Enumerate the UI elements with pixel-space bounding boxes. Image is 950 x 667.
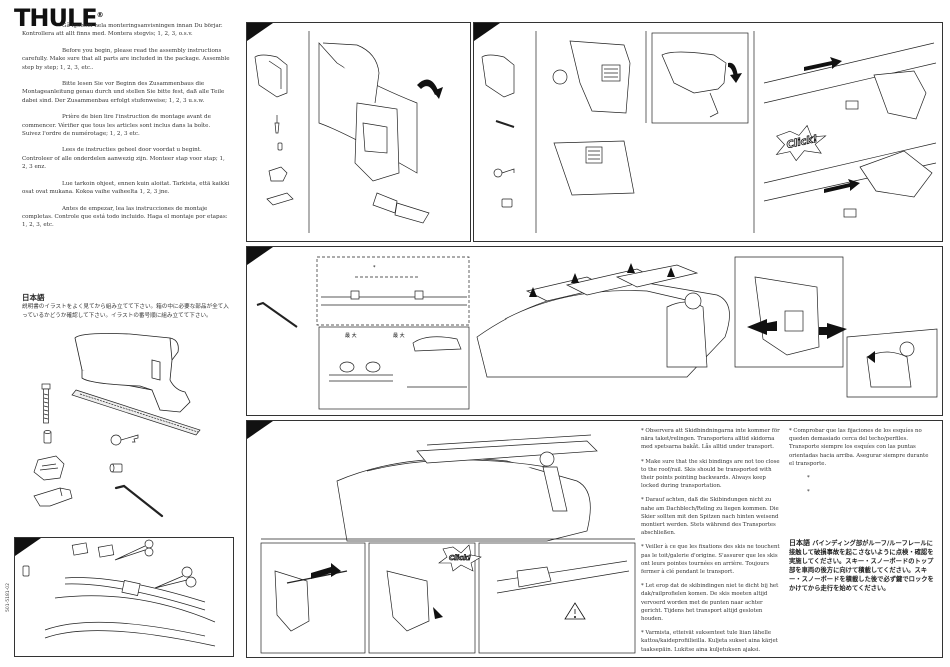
step-corner-tape	[15, 538, 41, 556]
warnings-col-2: * Comprobar que las fijaciones de los es…	[789, 427, 935, 502]
instruction-es: Antes de empezar, lea las instrucciones …	[22, 205, 228, 229]
dimension-mark: *	[373, 265, 376, 271]
scissors-icon	[154, 566, 197, 589]
key-icon	[110, 434, 139, 446]
warnings-col-1: * Observera att Skidbindningarna inte ko…	[641, 427, 781, 657]
step-corner-4	[247, 421, 273, 439]
parts-illustration	[33, 333, 201, 518]
instruction-sv: Gå igenom hela monteringsanvisningen inn…	[22, 23, 223, 38]
warning-triangle-icon	[564, 602, 586, 620]
click-callout: Click!	[775, 124, 827, 162]
warning-es: * Comprobar que las fijaciones de los es…	[789, 428, 929, 467]
allen-wrench-icon	[256, 301, 298, 328]
instruction-fi: Lue tarkoin ohjeet, ennen kuin aloitat. …	[22, 180, 230, 196]
click-callout: Click!	[438, 544, 482, 572]
warning-de: * Darauf achten, daß die Skibindungen ni…	[641, 497, 779, 537]
instruction-fr: Prière de bien lire l'instruction de mon…	[22, 114, 211, 138]
step-4-panel: Click! * Observera att Skidbindningarna …	[246, 420, 943, 658]
warning-japanese: 日本語 バインディング部がルーフ/ルーフレールに接触して破損事故を起こさないよう…	[789, 539, 935, 593]
key-icon	[493, 168, 515, 178]
warning-sv: * Observera att Skidbindningarna inte ko…	[641, 428, 780, 451]
tape-illustration	[22, 539, 216, 647]
step-tape-panel	[14, 537, 234, 657]
ski-carrier-profile-part	[71, 389, 201, 436]
step-1-illustration	[254, 31, 443, 233]
warning-fr: * Veiller à ce que les fixations des ski…	[641, 544, 780, 576]
intro-instructions: Gå igenom hela monteringsanvisningen inn…	[22, 22, 230, 238]
thule-logo: THULE®	[14, 4, 104, 32]
rotate-arrow-icon	[417, 79, 443, 99]
click-label-2: Click!	[449, 554, 471, 562]
step-4-illustration: Click!	[260, 434, 636, 654]
scissors-icon	[114, 539, 154, 561]
warning-fi: * Varmista, etteivät suksenteet tule lii…	[641, 630, 778, 653]
step-corner-1	[247, 23, 273, 41]
japanese-intro-text: 説明書のイラストをよく見てから組み立てて下さい。箱の中に必要な部品が全て入ってい…	[22, 304, 229, 319]
step-3-panel: * 最 大 最 大	[246, 246, 943, 416]
warning-nl: * Let erop dat de skibindingen niet te d…	[641, 583, 779, 623]
instruction-nl: Lees de instructies geheel door voordat …	[22, 147, 225, 171]
step-corner-3	[247, 247, 273, 265]
japanese-intro-title: 日本語	[22, 293, 45, 302]
warning-japanese-text: バインディング部がルーフ/ルーフレールに接触して破損事故を起こさないように点検・…	[789, 540, 934, 592]
rotate-arrow-icon	[728, 62, 742, 83]
step-1-panel	[246, 22, 471, 242]
step-2-illustration: Click!	[481, 31, 937, 233]
rotate-arrow-icon	[529, 263, 875, 363]
step-corner-2	[474, 23, 500, 41]
bolt-part	[41, 383, 51, 424]
max-label-2: 最 大	[393, 332, 405, 339]
warning-japanese-title: 日本語	[789, 539, 810, 547]
instruction-en: Before you begin, please read the assemb…	[22, 47, 230, 71]
warning-blank-2: *	[807, 489, 810, 496]
allen-wrench-icon	[114, 484, 164, 518]
adapter-part	[33, 487, 73, 507]
japanese-intro: 日本語 説明書のイラストをよく見てから組み立てて下さい。箱の中に必要な部品が全て…	[22, 292, 230, 320]
step-3-illustration: * 最 大 最 大	[256, 256, 938, 410]
clamp-part	[33, 455, 65, 481]
document-code: 501-5181-02	[6, 582, 11, 612]
step-2-panel: Click!	[473, 22, 943, 242]
ski-carrier-part	[74, 333, 191, 413]
lock-cylinder-part	[109, 463, 123, 473]
instruction-de: Bitte lesen Sie vor Beginn des Zusammenb…	[22, 81, 225, 104]
max-label-1: 最 大	[345, 332, 357, 339]
warning-en: * Make sure that the ski bindings are no…	[641, 458, 780, 490]
warning-blank-1: *	[807, 475, 810, 482]
spacer-part	[43, 430, 52, 444]
